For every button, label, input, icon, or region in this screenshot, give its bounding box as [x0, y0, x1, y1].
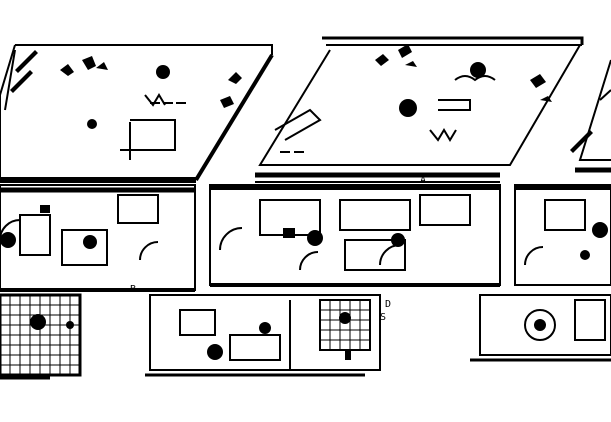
room-tag-b: B [130, 284, 136, 295]
fixture-icons-right [534, 222, 608, 331]
room-tag-d: D [385, 299, 391, 310]
room-tag-s: S [380, 312, 386, 323]
unit-left [0, 184, 196, 292]
unit-center-bottom [145, 294, 381, 377]
fixture-icons-bottom-left [30, 314, 74, 330]
fixture-icons-center [283, 228, 405, 247]
plant-icons-center [375, 44, 593, 153]
unit-center [209, 184, 501, 287]
fixture-icons-center-bottom [207, 312, 351, 360]
room-tag-a: A [420, 175, 426, 186]
room-tiled-left [0, 293, 82, 380]
terrace-center [255, 36, 584, 183]
plant-icons-left [10, 50, 242, 129]
terrace-left [0, 44, 274, 183]
fixture-icons-left [0, 205, 97, 249]
unit-right [470, 184, 611, 362]
terrace-right [575, 59, 611, 173]
